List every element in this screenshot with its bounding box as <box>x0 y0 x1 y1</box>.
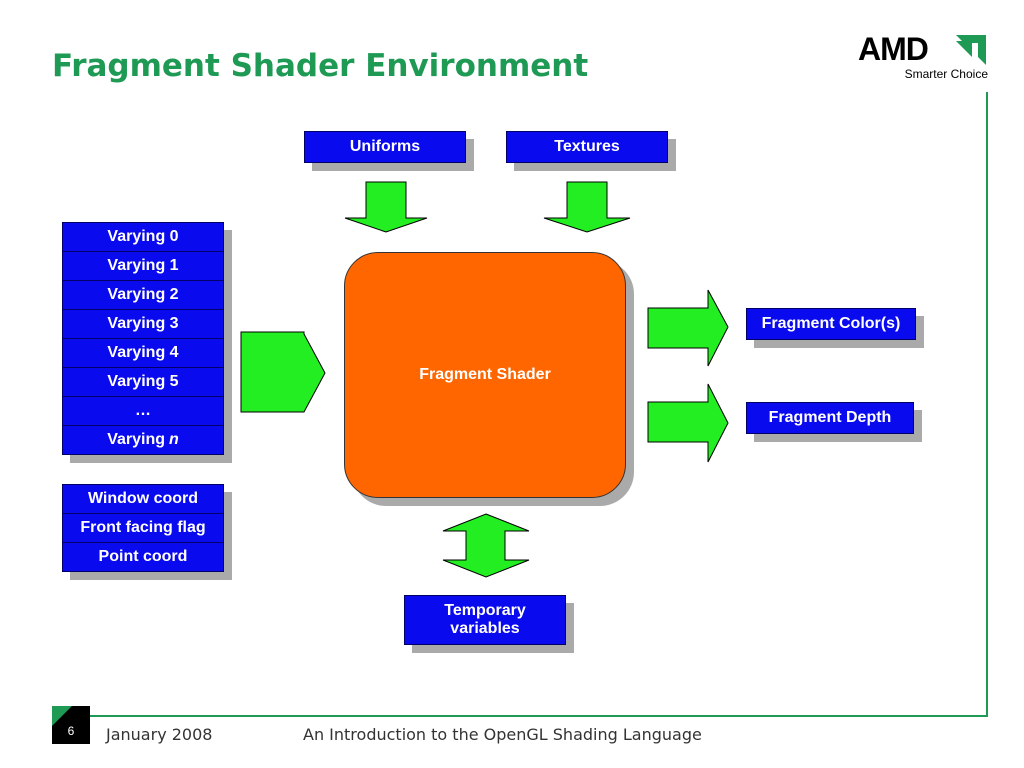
varying-2: Varying 2 <box>62 280 224 310</box>
varyings-stack: Varying 0 Varying 1 Varying 2 Varying 3 … <box>62 222 224 455</box>
varying-ellipsis: … <box>62 396 224 426</box>
slide-title: Fragment Shader Environment <box>52 48 589 84</box>
fragment-depth-box: Fragment Depth <box>746 402 914 434</box>
arrow-textures-down <box>543 181 631 233</box>
arrow-depth-right <box>647 383 729 463</box>
temporary-variables-box: Temporary variables <box>404 595 566 645</box>
varying-4: Varying 4 <box>62 338 224 368</box>
frame-right-line <box>986 92 988 716</box>
varying-n-label: Varying <box>107 431 166 448</box>
footer-date: January 2008 <box>106 725 213 744</box>
varying-n: Varying n <box>62 425 224 455</box>
footer-presentation-title: An Introduction to the OpenGL Shading La… <box>303 725 702 744</box>
page-number: 6 <box>67 724 75 738</box>
front-facing-flag: Front facing flag <box>62 513 224 543</box>
arrow-color-right <box>647 289 729 367</box>
arrow-temp-bidirectional <box>442 513 530 578</box>
corner-triangle-icon <box>52 706 72 726</box>
varying-1: Varying 1 <box>62 251 224 281</box>
frame-bottom-line <box>90 715 988 717</box>
fragment-shader-label: Fragment Shader <box>419 366 551 383</box>
varying-3: Varying 3 <box>62 309 224 339</box>
point-coord: Point coord <box>62 542 224 572</box>
logo-brand: AMD <box>858 31 929 67</box>
amd-arrow-icon <box>956 35 986 65</box>
uniforms-box: Uniforms <box>304 131 466 163</box>
page-number-badge: 6 <box>52 706 90 744</box>
arrow-varyings-right <box>240 331 326 413</box>
arrow-uniforms-down <box>344 181 428 233</box>
temporary-variables-label: Temporary variables <box>444 602 526 637</box>
logo-tagline: Smarter Choice <box>904 67 988 81</box>
builtins-stack: Window coord Front facing flag Point coo… <box>62 484 224 572</box>
varying-n-suffix: n <box>169 431 179 448</box>
textures-box: Textures <box>506 131 668 163</box>
window-coord: Window coord <box>62 484 224 514</box>
varying-0: Varying 0 <box>62 222 224 252</box>
fragment-shader-box: Fragment Shader <box>344 252 626 498</box>
varying-5: Varying 5 <box>62 367 224 397</box>
amd-logo: AMD Smarter Choice <box>858 32 990 84</box>
fragment-color-box: Fragment Color(s) <box>746 308 916 340</box>
